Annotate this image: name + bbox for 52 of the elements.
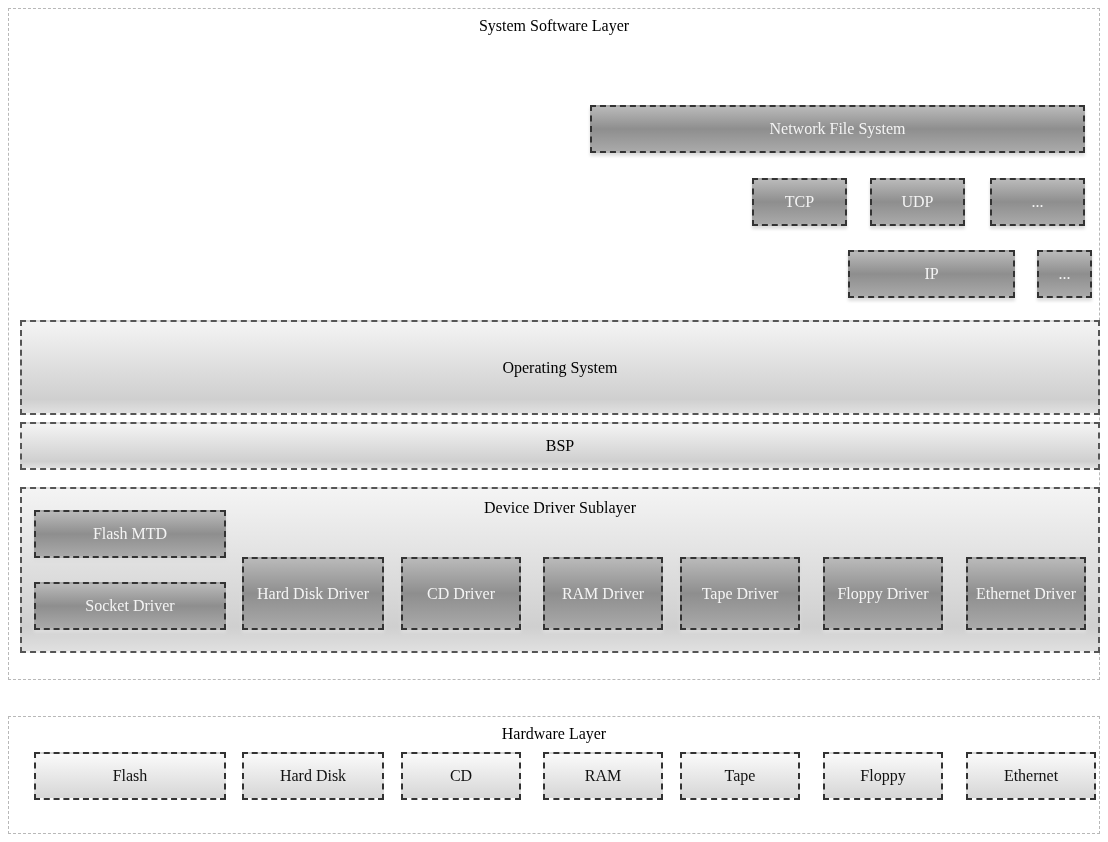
module-box [848,250,1015,298]
module-box [590,105,1085,153]
module-label: Floppy Driver [836,584,930,603]
module-box [1037,250,1092,298]
module-label: Floppy [859,767,907,785]
module-label: Socket Driver [84,597,176,615]
module-label: Hard Disk Driver [256,584,370,603]
module-label: Ethernet Driver [975,584,1077,603]
module-box [543,557,663,630]
hardware-box [966,752,1096,800]
module-label: Flash [111,767,149,785]
module-label: Ethernet [1002,767,1060,785]
module-box [680,557,800,630]
module-label: CD Driver [426,584,496,603]
module-label: Network File System [768,120,907,138]
layer-panel [8,8,1100,680]
module-label: Operating System [501,358,619,377]
hardware-box [823,752,943,800]
module-box [990,178,1085,226]
layer-title: System Software Layer [477,17,631,35]
module-box [823,557,943,630]
hardware-box [680,752,800,800]
layer-title: Device Driver Sublayer [483,499,637,517]
module-label: RAM [583,767,623,785]
module-label: TCP [783,193,816,211]
module-label: Flash MTD [91,525,169,543]
module-label: IP [923,265,940,283]
hardware-box [242,752,384,800]
layer-panel [8,716,1100,834]
module-label: UDP [900,193,935,211]
module-box [34,510,226,558]
module-label: RAM Driver [560,584,646,603]
module-box [870,178,965,226]
layer-bar [20,422,1100,470]
module-label: Tape Driver [700,584,780,603]
hardware-box [401,752,521,800]
hardware-box [34,752,226,800]
hardware-box [543,752,663,800]
module-box [34,582,226,630]
module-box [966,557,1086,630]
module-box [242,557,384,630]
module-label: CD [448,767,474,785]
module-label: Tape [723,767,757,785]
module-label: Hard Disk [278,767,348,785]
module-label: ... [1057,265,1072,283]
module-box [401,557,521,630]
layer-bar [20,320,1100,415]
module-label: ... [1030,193,1045,211]
module-box [752,178,847,226]
layer-bar [20,487,1100,653]
module-label: BSP [544,437,576,455]
layer-title: Hardware Layer [500,725,608,743]
